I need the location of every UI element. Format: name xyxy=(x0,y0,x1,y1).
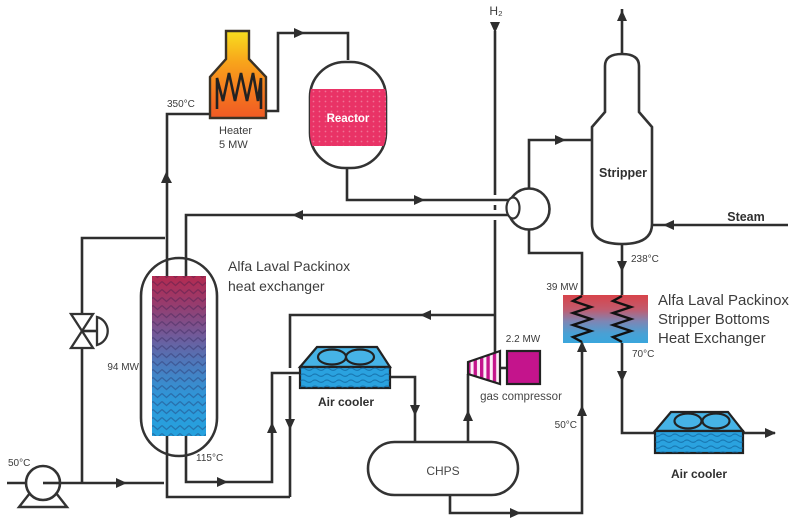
reactor-label: Reactor xyxy=(327,113,370,125)
air-cooler-1-label: Air cooler xyxy=(318,395,374,409)
sbhx-coil-left xyxy=(569,294,595,344)
arrow-product-down xyxy=(617,371,627,382)
pipe-stripper-feed xyxy=(527,138,592,189)
air-cooler-2-fan-right xyxy=(701,412,731,430)
packinox-name-line1: Alfa Laval Packinox xyxy=(228,258,350,274)
pipe-cooler1-to-chps xyxy=(390,375,417,442)
packinox-vessel-outline xyxy=(139,256,219,458)
arrow-stripper-feed-right xyxy=(555,135,566,145)
pipe-hot-return xyxy=(184,213,516,484)
temp-chps-liquid: 50°C xyxy=(555,420,577,431)
heater-coil xyxy=(215,72,263,109)
chps-vessel xyxy=(366,440,520,497)
heater xyxy=(208,29,268,120)
packinox-heat-exchanger xyxy=(139,256,219,458)
heater-duty: 5 MW xyxy=(219,139,248,151)
arrow-chps-liquid-up xyxy=(577,405,587,416)
gas-compressor xyxy=(466,349,542,386)
sbhx-name-line1: Alfa Laval Packinox xyxy=(658,292,789,309)
valve-actuator xyxy=(95,315,109,347)
compressor-power: 2.2 MW xyxy=(506,334,541,345)
air-cooler-1-fan-right xyxy=(344,348,376,366)
feed-pump xyxy=(16,464,70,509)
sbhx-name-line2: Stripper Bottoms xyxy=(658,311,770,328)
chps-separator: CHPS xyxy=(366,440,520,497)
chps-label: CHPS xyxy=(426,464,459,478)
heater-body xyxy=(208,29,268,120)
packinox-core-texture xyxy=(152,276,206,436)
arrow-chps-liquid-right xyxy=(510,508,521,518)
sbhx-name-line3: Heat Exchanger xyxy=(658,330,766,347)
hydrogen-label: H₂ xyxy=(489,4,503,18)
separator-nozzle xyxy=(505,196,521,220)
arrow-hx-outlet-right xyxy=(217,477,228,487)
heater-name: Heater xyxy=(219,125,252,137)
stripper-bottoms-heat-exchanger xyxy=(563,294,648,344)
arrow-hot-return-left xyxy=(292,210,303,220)
arrow-suction-up xyxy=(463,410,473,421)
arrow-overhead-up xyxy=(617,10,627,21)
temp-heater-inlet: 350°C xyxy=(167,99,195,110)
air-cooler-2-label: Air cooler xyxy=(671,467,727,481)
pipe-chps-liquid xyxy=(448,229,584,515)
sbhx-coil-right xyxy=(609,294,635,344)
arrow-bottoms-down xyxy=(617,261,627,272)
packinox-name-line2: heat exchanger xyxy=(228,278,325,294)
valve-body-bottom xyxy=(68,328,96,350)
arrow-to-cooler1-up xyxy=(267,422,277,433)
temp-hx-outlet: 115°C xyxy=(196,453,223,464)
stripper-vessel xyxy=(590,52,654,246)
arrow-hydrogen-down xyxy=(490,22,500,33)
arrow-recycle-left xyxy=(420,310,431,320)
temp-stripper-bottoms: 238°C xyxy=(631,254,659,265)
arrow-product-right xyxy=(765,428,776,438)
arrow-steam-left xyxy=(663,220,674,230)
air-cooler-2-texture xyxy=(655,431,743,453)
stripper-column: Stripper xyxy=(590,52,654,246)
air-cooler-1-texture xyxy=(300,367,390,388)
valve-body-top xyxy=(68,312,96,334)
air-cooler-1 xyxy=(297,345,393,390)
arrow-to-chps-down xyxy=(410,405,420,416)
labels: H₂ 350°C Heater 5 MW Alfa Laval Packinox… xyxy=(8,4,789,481)
control-valve xyxy=(68,312,109,350)
compressor-horn xyxy=(466,349,502,386)
arrow-riser-up xyxy=(161,172,172,183)
pipe-bypass-valve xyxy=(80,236,165,483)
packinox-duty: 94 MW xyxy=(107,362,139,373)
reactor-bed-texture xyxy=(310,89,386,146)
sbhx-duty: 39 MW xyxy=(546,282,578,293)
arrow-heater-to-reactor xyxy=(294,28,305,38)
flow-arrows xyxy=(116,10,776,518)
compressor-name: gas compressor xyxy=(480,391,562,403)
steam-label: Steam xyxy=(727,210,765,224)
temp-product: 70°C xyxy=(632,349,654,360)
arrow-feed-right xyxy=(116,478,127,488)
reactor: Reactor xyxy=(308,60,388,170)
arrow-reactor-effluent xyxy=(414,195,425,205)
arrow-recycle-down xyxy=(285,419,295,430)
pipe-heater-to-reactor xyxy=(258,31,350,113)
air-cooler-2 xyxy=(652,410,746,455)
compressor-motor xyxy=(505,349,542,386)
arrow-into-sbhx-up xyxy=(577,341,587,352)
stripper-label: Stripper xyxy=(599,166,647,180)
temp-feed: 50°C xyxy=(8,458,30,469)
pipe-reactor-effluent xyxy=(345,167,516,202)
